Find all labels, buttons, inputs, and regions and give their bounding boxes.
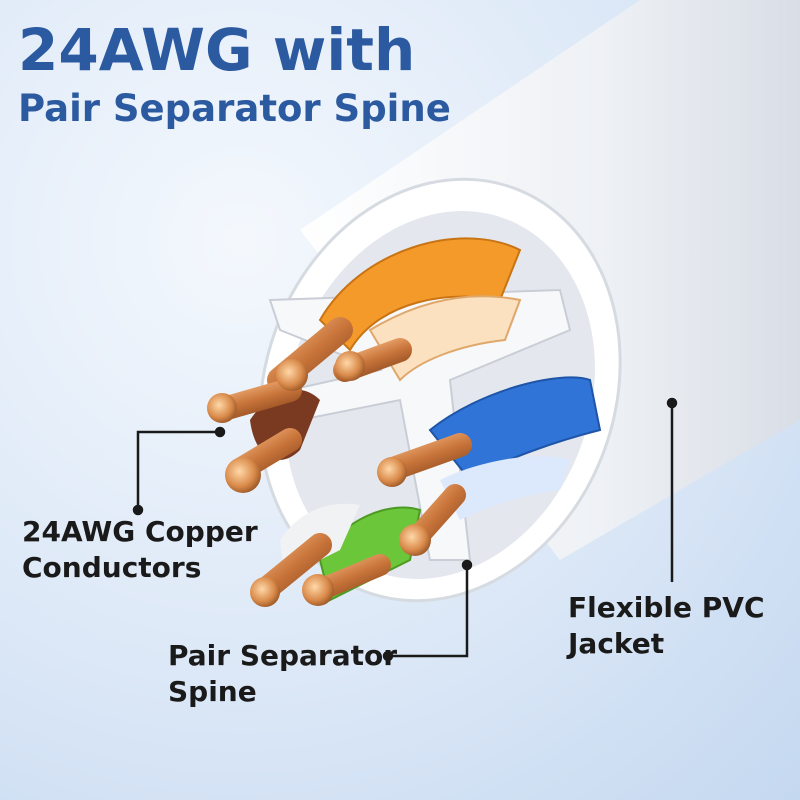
orange-wire	[318, 237, 522, 352]
jacket-leader-dot	[666, 397, 678, 409]
blue-white-wire	[440, 456, 570, 520]
headline: 24AWG with Pair Separator Spine	[18, 14, 451, 132]
copper-leader-line	[136, 430, 220, 510]
copper-strand-ends	[207, 351, 431, 607]
copper-conductors-label: 24AWG Copper Conductors	[22, 515, 258, 584]
spine-leader-line	[388, 565, 469, 658]
headline-line1: 24AWG with	[18, 16, 416, 84]
flexible-pvc-jacket-label: Flexible PVC Jacket	[568, 591, 765, 660]
callout-leaders	[132, 397, 678, 662]
headline-line2: Pair Separator Spine	[18, 87, 451, 130]
copper-leader-dot	[214, 426, 226, 438]
spine-leader-dot	[461, 559, 473, 571]
pair-separator-spine-label: Pair Separator Spine	[168, 639, 398, 708]
